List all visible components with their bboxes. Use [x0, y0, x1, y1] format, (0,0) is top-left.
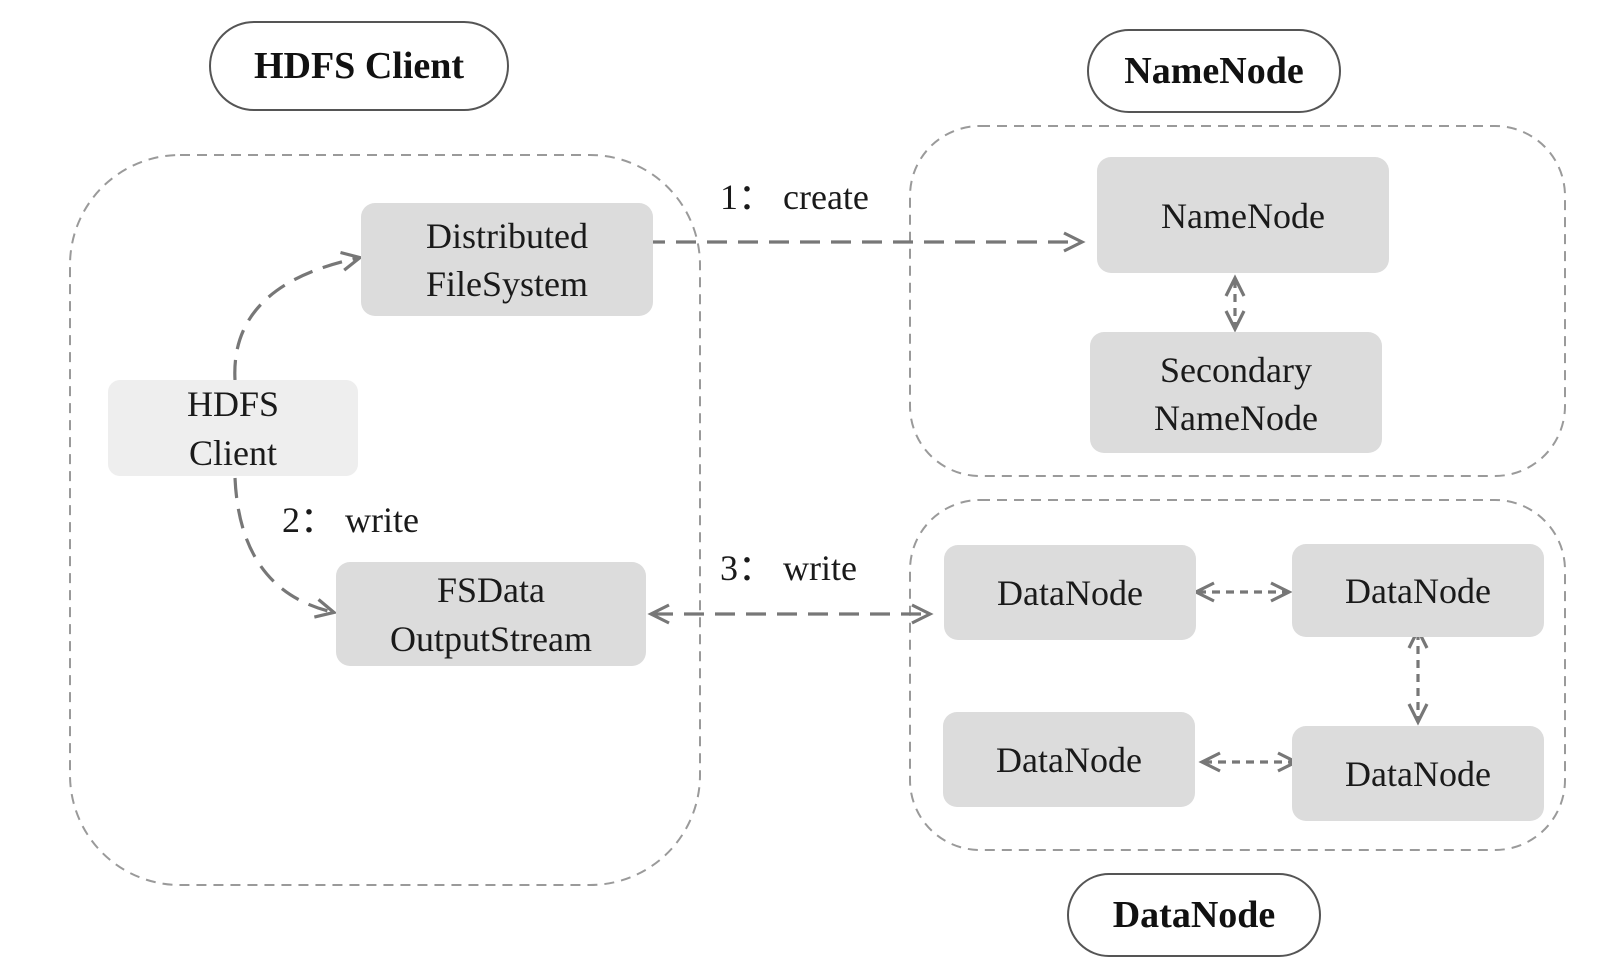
datanode-3-node: DataNode [943, 712, 1195, 807]
client-write-arrow [233, 477, 338, 619]
namenode-group-title: NameNode [1087, 29, 1341, 113]
namenode-group-container [909, 125, 1566, 477]
client-group-title-text: HDFS Client [254, 45, 464, 87]
client-group-title: HDFS Client [209, 21, 509, 111]
datanode-4-text: DataNode [1345, 754, 1491, 794]
namenode-group-title-text: NameNode [1124, 50, 1303, 92]
datanode-1-text: DataNode [997, 573, 1143, 613]
distributed-filesystem-line-2: FileSystem [426, 264, 588, 304]
secondary-namenode-line-2: NameNode [1154, 398, 1318, 438]
datanode-group-title-text: DataNode [1113, 894, 1276, 936]
datanode-2-text: DataNode [1345, 571, 1491, 611]
fsdata-outputstream-line-1: FSData [437, 570, 545, 610]
datanode-1-node: DataNode [944, 545, 1196, 640]
datanode-group-title: DataNode [1067, 873, 1321, 957]
stream-write-edge-label: 3： write [720, 548, 857, 588]
fsdata-outputstream-line-2: OutputStream [390, 619, 592, 659]
namenode-node-text: NameNode [1161, 196, 1325, 236]
datanode-2-node: DataNode [1292, 544, 1544, 637]
hdfs-client-node: HDFS Client [108, 380, 358, 476]
distributed-filesystem-line-1: Distributed [426, 216, 588, 256]
hdfs-client-node-line-1: HDFS [187, 384, 279, 424]
secondary-namenode-line-1: Secondary [1160, 350, 1312, 390]
create-edge-label: 1： create [720, 177, 869, 217]
secondary-namenode-node: Secondary NameNode [1090, 332, 1382, 453]
fsdata-outputstream-node: FSData OutputStream [336, 562, 646, 666]
client-to-filesystem-arrow [233, 250, 364, 381]
datanode-group-container [909, 499, 1566, 851]
client-group-container [69, 154, 701, 886]
hdfs-client-node-line-2: Client [189, 433, 277, 473]
distributed-filesystem-node: Distributed FileSystem [361, 203, 653, 316]
datanode-3-text: DataNode [996, 740, 1142, 780]
namenode-node: NameNode [1097, 157, 1389, 273]
datanode-4-node: DataNode [1292, 726, 1544, 821]
client-write-edge-label: 2： write [282, 500, 419, 540]
